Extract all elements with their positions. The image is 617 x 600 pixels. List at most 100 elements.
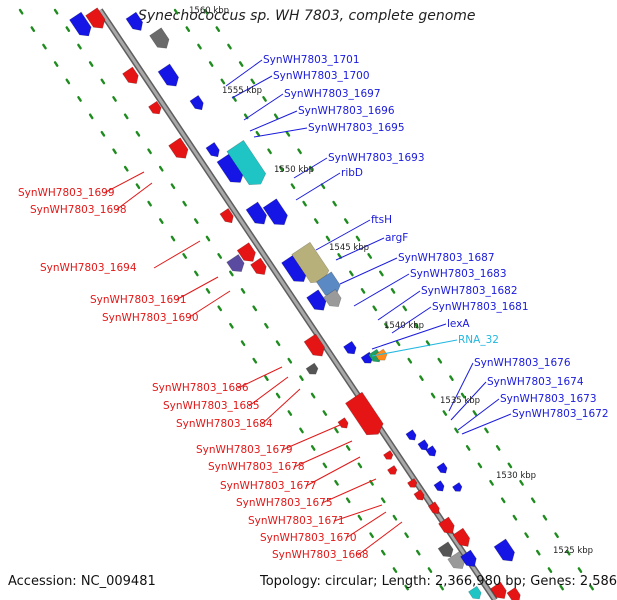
ring-mark bbox=[414, 322, 419, 329]
ring-mark bbox=[287, 410, 293, 416]
gene-label[interactable]: SynWH7803_1678 bbox=[208, 461, 305, 473]
gene-label[interactable]: SynWH7803_1668 bbox=[272, 549, 369, 561]
ring-mark bbox=[232, 96, 237, 102]
ring-mark bbox=[205, 288, 211, 294]
ring-mark bbox=[530, 497, 536, 504]
gene-feature bbox=[236, 242, 256, 262]
leader-line bbox=[457, 398, 500, 431]
gene-label[interactable]: SynWH7803_1691 bbox=[90, 294, 187, 306]
scale-tick-label: 1560 kbp bbox=[189, 6, 229, 16]
ring-mark bbox=[173, 8, 179, 15]
ring-mark bbox=[77, 43, 82, 50]
gene-label[interactable]: SynWH7803_1697 bbox=[284, 88, 381, 100]
ring-mark bbox=[255, 130, 261, 137]
ring-mark bbox=[465, 445, 471, 451]
gene-label[interactable]: SynWH7803_1671 bbox=[248, 515, 345, 527]
gene-feature bbox=[337, 417, 349, 429]
ring-mark bbox=[477, 462, 483, 469]
gene-label[interactable]: SynWH7803_1672 bbox=[512, 408, 609, 420]
gene-feature bbox=[306, 289, 327, 311]
ring-mark bbox=[392, 567, 398, 573]
ring-mark bbox=[170, 183, 176, 190]
gene-label[interactable]: SynWH7803_1675 bbox=[236, 497, 333, 509]
ring-mark bbox=[360, 288, 366, 294]
gene-label[interactable]: SynWH7803_1676 bbox=[474, 357, 571, 369]
rna-label[interactable]: RNA_32 bbox=[458, 334, 499, 346]
leader-line bbox=[225, 59, 263, 87]
ring-mark bbox=[392, 514, 398, 521]
map-title: Synechococcus sp. WH 7803, complete geno… bbox=[138, 8, 476, 24]
ring-mark bbox=[439, 584, 444, 591]
ring-mark bbox=[264, 375, 269, 381]
ring-mark bbox=[250, 78, 256, 85]
gene-label[interactable]: SynWH7803_1670 bbox=[260, 532, 357, 544]
leader-line bbox=[391, 306, 432, 334]
gene-label[interactable]: SynWH7803_1677 bbox=[220, 480, 317, 492]
gene-label[interactable]: SynWH7803_1685 bbox=[163, 400, 260, 412]
leader-line bbox=[261, 388, 301, 425]
ring-mark bbox=[460, 392, 466, 399]
ring-mark bbox=[77, 96, 82, 102]
ring-mark bbox=[299, 375, 304, 381]
gene-label[interactable]: SynWH7803_1698 bbox=[30, 204, 127, 216]
ring-mark bbox=[345, 497, 351, 504]
gene-label[interactable]: SynWH7803_1674 bbox=[487, 376, 584, 388]
ring-mark bbox=[229, 270, 234, 277]
leader-line bbox=[335, 237, 385, 261]
gene-label[interactable]: SynWH7803_1695 bbox=[308, 122, 405, 134]
ring-mark bbox=[430, 392, 436, 399]
ring-mark bbox=[287, 357, 293, 364]
gene-label[interactable]: SynWH7803_1693 bbox=[328, 152, 425, 164]
gene-label[interactable]: ftsH bbox=[371, 214, 392, 226]
gene-feature bbox=[149, 27, 170, 49]
ring-mark bbox=[217, 305, 223, 312]
ring-mark bbox=[349, 270, 354, 277]
ring-mark bbox=[425, 340, 431, 347]
gene-label[interactable]: SynWH7803_1694 bbox=[40, 262, 137, 274]
leader-line bbox=[448, 362, 474, 412]
gene-label[interactable]: SynWH7803_1696 bbox=[298, 105, 395, 117]
gene-feature bbox=[122, 66, 139, 84]
ring-mark bbox=[53, 8, 59, 15]
gene-label[interactable]: SynWH7803_1684 bbox=[176, 418, 273, 430]
gene-label[interactable]: SynWH7803_1673 bbox=[500, 393, 597, 405]
gene-label[interactable]: SynWH7803_1699 bbox=[18, 187, 115, 199]
gene-feature bbox=[303, 333, 325, 357]
gene-label[interactable]: SynWH7803_1690 bbox=[102, 312, 199, 324]
ring-mark bbox=[182, 253, 187, 259]
ring-mark bbox=[535, 549, 541, 556]
ring-mark bbox=[547, 567, 553, 573]
gene-feature bbox=[148, 100, 162, 115]
gene-label[interactable]: SynWH7803_1681 bbox=[432, 301, 529, 313]
ring-mark bbox=[88, 113, 94, 120]
gene-label[interactable]: SynWH7803_1686 bbox=[152, 382, 249, 394]
ring-mark bbox=[554, 532, 559, 539]
gene-label[interactable]: SynWH7803_1700 bbox=[273, 70, 370, 82]
ring-mark bbox=[495, 445, 501, 451]
ring-mark bbox=[379, 270, 384, 277]
gene-feature bbox=[85, 7, 106, 29]
gene-feature bbox=[413, 489, 425, 501]
ring-mark bbox=[229, 322, 234, 329]
gene-label[interactable]: ribD bbox=[341, 167, 363, 179]
ring-mark bbox=[252, 305, 258, 312]
gene-label[interactable]: SynWH7803_1683 bbox=[410, 268, 507, 280]
gene-label[interactable]: lexA bbox=[447, 318, 470, 330]
gene-feature bbox=[433, 480, 445, 492]
ring-mark bbox=[355, 235, 361, 242]
gene-label[interactable]: SynWH7803_1679 bbox=[196, 444, 293, 456]
gene-feature bbox=[490, 581, 507, 599]
ring-mark bbox=[100, 130, 106, 137]
ring-mark bbox=[112, 96, 117, 102]
ring-mark bbox=[343, 218, 349, 224]
ring-mark bbox=[275, 340, 281, 347]
gene-label[interactable]: SynWH7803_1701 bbox=[263, 54, 360, 66]
gene-label[interactable]: SynWH7803_1687 bbox=[398, 252, 495, 264]
ring-mark bbox=[427, 567, 433, 573]
accession-text: Accession: NC_009481 bbox=[8, 574, 156, 589]
ring-mark bbox=[297, 148, 302, 155]
gene-label[interactable]: SynWH7803_1682 bbox=[421, 285, 518, 297]
ring-mark bbox=[500, 497, 506, 504]
gene-label[interactable]: argF bbox=[385, 232, 408, 244]
leader-line bbox=[315, 219, 371, 251]
